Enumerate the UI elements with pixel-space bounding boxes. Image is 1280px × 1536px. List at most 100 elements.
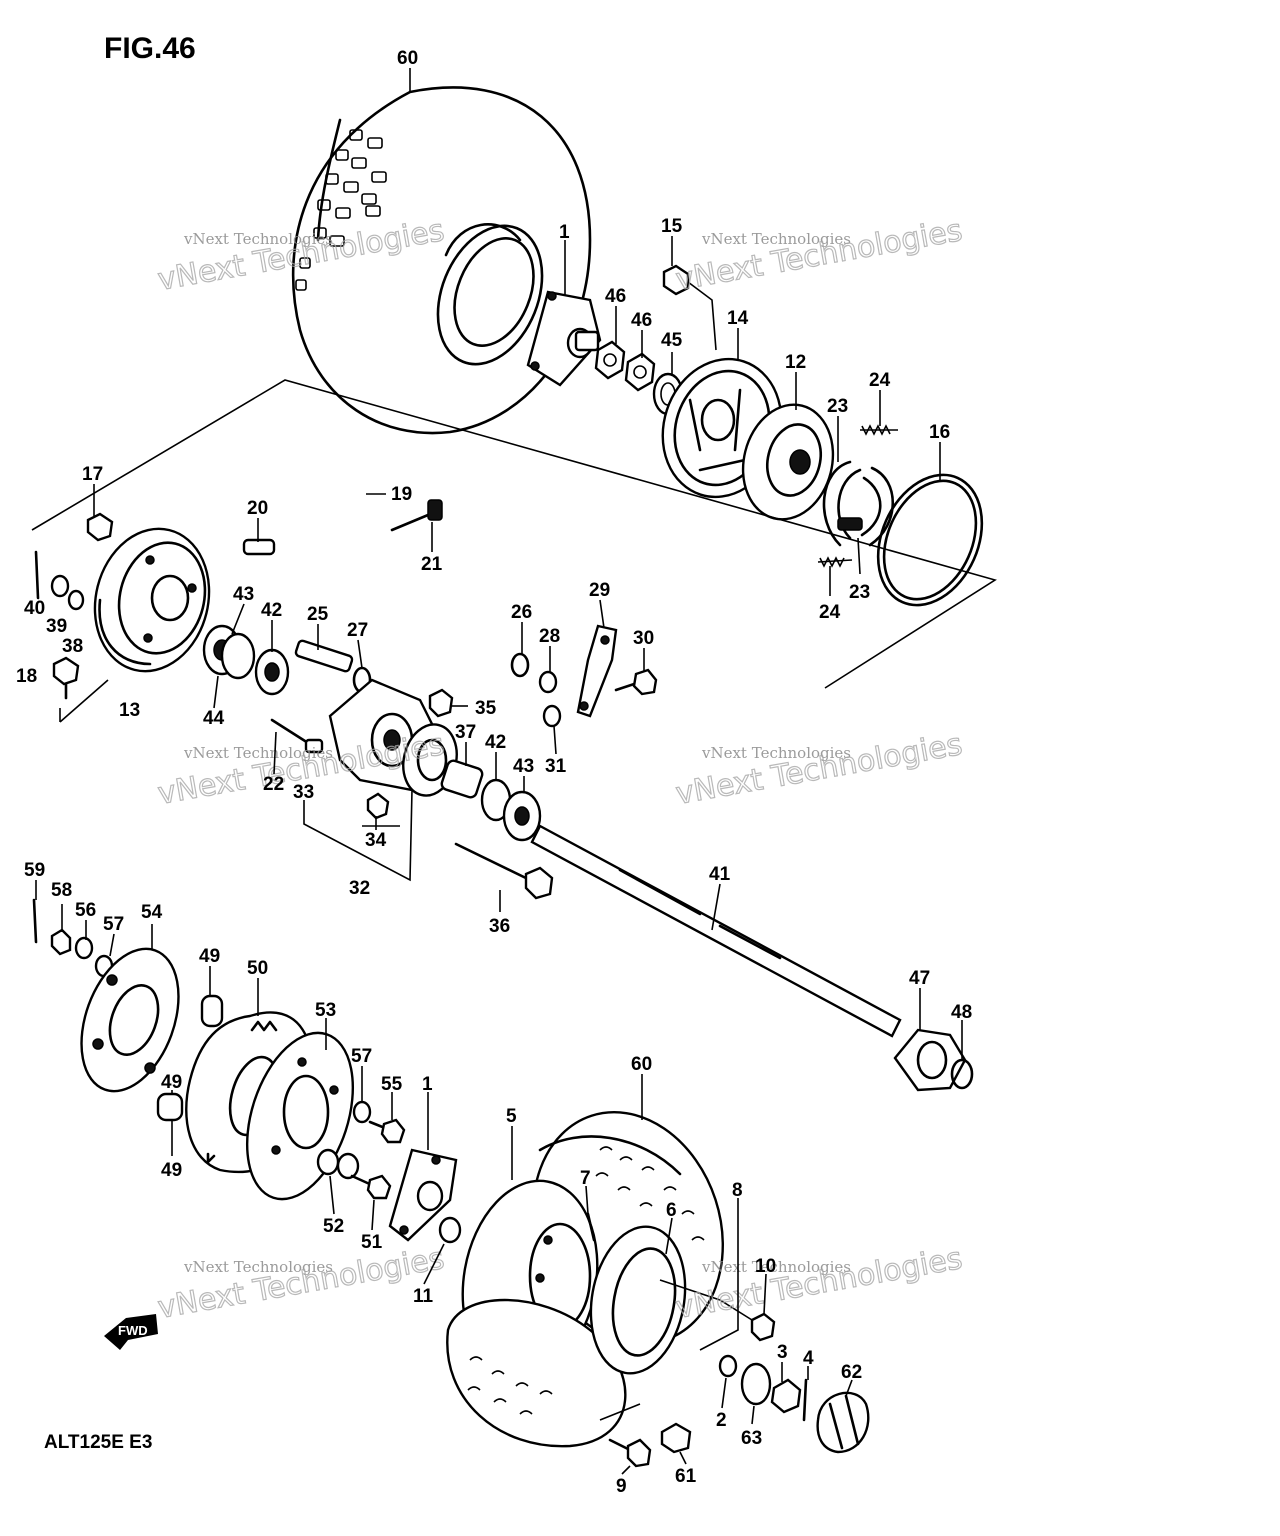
callout-number: 49	[199, 946, 220, 967]
washer-56	[74, 936, 94, 960]
callout-number: 24	[869, 370, 891, 391]
bolt-9	[608, 1438, 652, 1468]
nut-11	[438, 1216, 462, 1244]
washer-57-right	[352, 1100, 372, 1124]
figure-title: FIG.46	[104, 32, 196, 65]
bolt-22	[270, 718, 324, 754]
callout-number: 8	[732, 1180, 743, 1201]
damper-49-bottom	[156, 1092, 184, 1122]
washer-2	[718, 1354, 738, 1378]
nut-10	[750, 1312, 776, 1342]
callout-number: 1	[422, 1074, 433, 1095]
washer-38	[67, 589, 85, 611]
rear-axle-41	[530, 824, 902, 1038]
callout-number: 19	[391, 484, 412, 505]
washer-52	[316, 1148, 360, 1180]
o-ring-26	[510, 652, 530, 678]
callout-number: 27	[347, 620, 368, 641]
callout-number: 30	[633, 628, 654, 649]
callout-number: 37	[455, 722, 476, 743]
callout-number: 28	[539, 626, 560, 647]
bolt-59	[32, 898, 38, 944]
watermark-top-left: vNext Technologies vNext Technologies	[155, 212, 448, 298]
callout-number: 56	[75, 900, 96, 921]
callout-number: 11	[413, 1286, 434, 1307]
callout-number: 38	[62, 636, 83, 657]
watermark-line1: vNext Technologies	[183, 230, 333, 248]
callout-number: 40	[24, 598, 45, 619]
callout-number: 43	[513, 756, 534, 777]
nut-31	[542, 704, 562, 728]
rear-tire-upper	[291, 86, 592, 435]
callout-number: 36	[489, 916, 510, 937]
callout-number: 23	[827, 396, 848, 417]
watermark-bottom-left: vNext Technologies vNext Technologies	[155, 1240, 448, 1326]
callout-number: 55	[381, 1074, 403, 1095]
watermark-line2: vNext Technologies	[155, 1241, 447, 1326]
callout-number: 29	[589, 580, 610, 601]
bolt-18	[52, 656, 80, 700]
callout-number: 60	[397, 48, 418, 69]
breather-hose-19	[201, 412, 380, 579]
callout-number: 17	[82, 464, 103, 485]
callout-number: 2	[716, 1410, 727, 1431]
o-ring-16	[876, 473, 984, 607]
valve-7	[586, 1212, 596, 1242]
callout-number: 7	[580, 1168, 591, 1189]
wheel-group-line	[599, 1279, 753, 1421]
spring-24-upper	[860, 424, 898, 436]
tire-tread-blocks	[295, 129, 387, 291]
callout-number: 16	[929, 422, 950, 443]
washer-28	[538, 670, 558, 694]
callout-number: 60	[631, 1054, 652, 1075]
leader-lines	[35, 68, 963, 1475]
nut-34	[366, 792, 390, 820]
damper-49-top	[200, 994, 224, 1028]
sprocket-hub-54	[80, 947, 180, 1093]
callout-number: 4	[803, 1348, 814, 1369]
bolt-61	[660, 1422, 692, 1454]
model-code: ALT125E E3	[44, 1432, 152, 1453]
callout-number: 33	[293, 782, 314, 803]
spacer-37	[440, 759, 484, 799]
callout-number: 63	[741, 1428, 762, 1449]
bearing-44	[220, 632, 256, 680]
callout-number: 46	[631, 310, 652, 331]
nut-58	[50, 928, 72, 956]
callout-number: 26	[511, 602, 532, 623]
watermark-line1: vNext Technologies	[701, 744, 851, 762]
wheel-tire-bottom	[446, 1298, 627, 1448]
watermark-top-right: vNext Technologies vNext Technologies	[673, 212, 966, 298]
clamp-20	[242, 538, 276, 556]
callout-number: 23	[849, 582, 870, 603]
watermark-mid-right: vNext Technologies vNext Technologies	[673, 726, 966, 812]
hub-flange-47	[893, 1028, 967, 1092]
lever-29	[576, 624, 618, 718]
callout-number: 22	[263, 774, 284, 795]
bolt-40	[34, 550, 40, 600]
brake-panel-13	[93, 527, 211, 673]
callout-number: 18	[16, 666, 37, 687]
shaft-25	[294, 639, 354, 673]
callout-number: 6	[666, 1200, 677, 1221]
callout-number: 41	[709, 864, 731, 885]
callout-number: 3	[777, 1342, 788, 1363]
callout-number: 34	[365, 830, 387, 851]
washer-39	[50, 574, 70, 598]
washer-63	[740, 1362, 772, 1406]
callout-number: 48	[951, 1002, 972, 1023]
watermark-line1: vNext Technologies	[183, 1258, 333, 1276]
cotter-pin-4	[802, 1378, 808, 1422]
callout-number: 61	[675, 1466, 697, 1487]
forward-arrow-label: FWD	[118, 1323, 148, 1338]
callout-number: 53	[315, 1000, 336, 1021]
callout-number: 20	[247, 498, 268, 519]
wheel-rim-6	[589, 1225, 687, 1375]
callout-number: 62	[841, 1362, 862, 1383]
lower-tire-tread	[595, 1146, 705, 1241]
callout-number: 44	[203, 708, 225, 729]
callout-number: 47	[909, 968, 930, 989]
assembly-boundary	[31, 379, 997, 689]
callout-number: 52	[323, 1216, 344, 1237]
callout-number: 9	[616, 1476, 627, 1497]
